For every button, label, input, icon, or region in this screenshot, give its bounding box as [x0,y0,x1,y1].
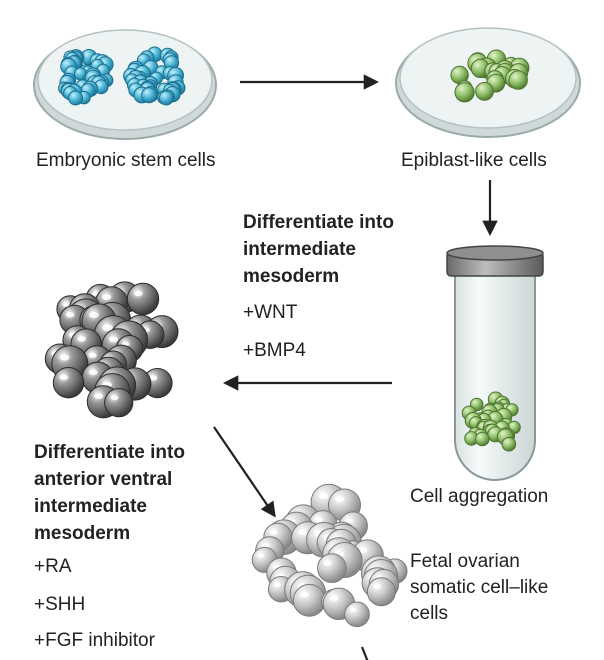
cell-highlight [298,529,308,536]
cell-highlight [323,560,332,566]
cell-highlight [62,302,71,307]
cell [344,601,370,628]
cell-highlight [88,352,97,358]
stage1-factor-bmp4: +BMP4 [243,340,306,361]
stage1-title-line-2: intermediate [243,239,356,260]
cell-highlight [149,375,158,381]
cell-highlight [109,336,119,343]
stage2-title-line-4: mesoderm [34,523,131,544]
cell-highlight [102,294,112,300]
cell-highlight [345,518,353,524]
cell [454,82,475,103]
stage1-title-line-1: Differentiate into [243,212,394,233]
cell-highlight [314,517,323,523]
cell [366,577,396,607]
stage2-factor-fgf-inhibitor: +FGF inhibitor [34,630,155,651]
arrow-continues [360,646,369,660]
label-embryonic-stem-cells: Embryonic stem cells [36,150,216,171]
fetal-ovarian-aggregate [251,483,408,628]
cell [158,90,174,106]
cell-highlight [110,395,119,401]
cell-highlight [373,584,382,590]
stem-cell-cluster [58,49,114,106]
cell-highlight [59,354,70,361]
cell [52,367,85,399]
cell-highlight [94,393,104,399]
cell [475,82,494,101]
epiblast-cell-cluster [450,49,530,103]
cell-highlight [335,496,345,503]
cell [126,282,160,316]
intermediate-mesoderm-aggregate [44,281,179,419]
cell-highlight [66,312,75,318]
test-tube [446,245,544,481]
cell [501,436,517,452]
cell-highlight [89,311,99,319]
stage2-factor-ra: +RA [34,556,72,577]
arrow-to-fetal-ovarian [213,426,276,518]
cell [104,388,134,418]
cell-highlight [88,369,98,376]
label-epiblast-like-cells: Epiblast-like cells [401,150,547,171]
tube-cell-cluster [461,391,521,452]
cell-highlight [273,582,281,588]
cell-highlight [358,547,368,553]
cell-highlight [257,553,265,558]
label-fetal-ovarian-line-2: somatic cell–like [410,577,549,598]
cell-highlight [349,607,357,613]
cell-highlight [329,595,339,602]
cell-highlight [59,374,69,381]
stage1-factor-wnt: +WNT [243,302,298,323]
cell [141,87,158,104]
cell-highlight [102,324,113,332]
stage2-title-line-3: intermediate [34,496,147,517]
stage2-factor-shh: +SHH [34,594,86,615]
cell [475,431,490,447]
stem-cell-cluster [123,46,186,106]
petri-dish-epiblast-cells [395,27,581,138]
petri-dish-stem-cells [33,29,217,140]
cell [317,553,347,583]
cell-highlight [269,529,278,535]
stage2-title-line-1: Differentiate into [34,442,185,463]
cell [508,70,528,90]
cell [68,90,84,106]
cell-highlight [133,290,143,297]
stage1-title-line-3: mesoderm [243,266,340,287]
label-cell-aggregation: Cell aggregation [410,486,549,507]
label-fetal-ovarian-line-3: cells [410,603,449,624]
cell [292,583,326,617]
cell-highlight [300,591,309,598]
stage2-title-line-2: anterior ventral [34,469,173,490]
cell-highlight [318,492,329,500]
cell-highlight [77,336,86,342]
label-fetal-ovarian-line-1: Fetal ovarian [410,551,520,572]
